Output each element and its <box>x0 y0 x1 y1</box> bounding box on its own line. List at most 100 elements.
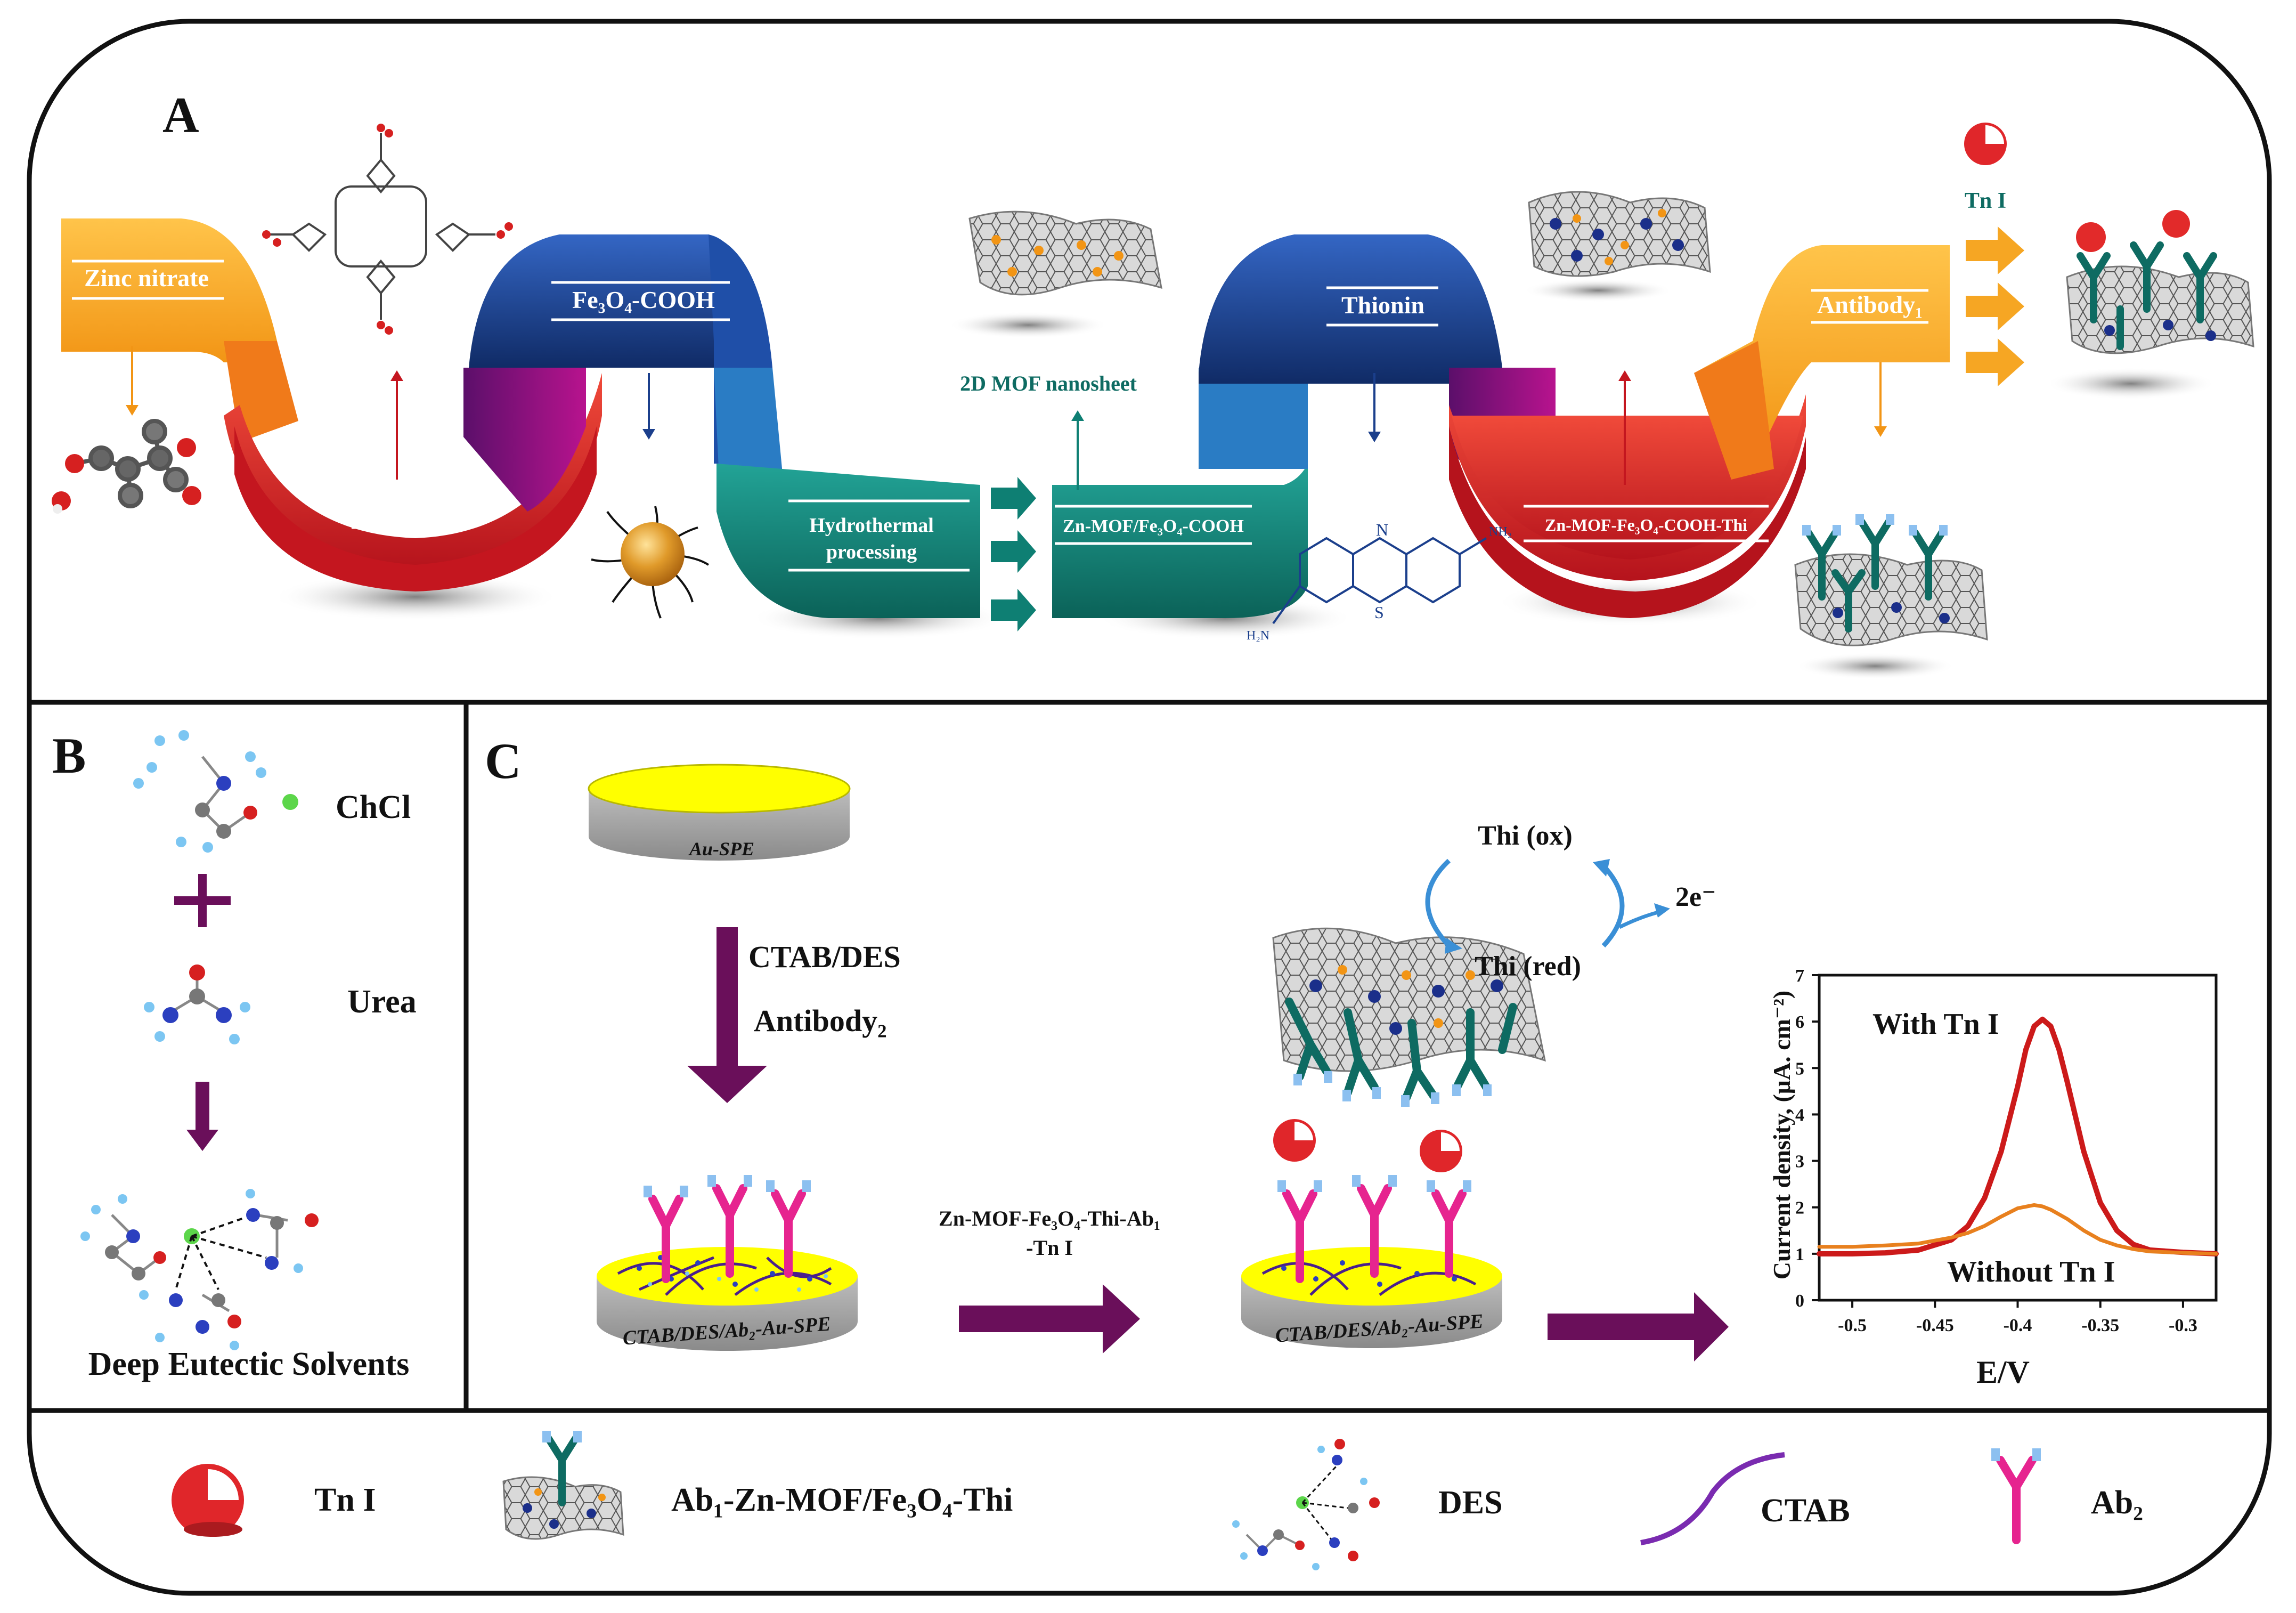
panel-a: Zinc nitrate TCCP Fe₃O₄-COOH Hydrotherma… <box>52 123 2254 679</box>
ab1-tn-i-nanosheet-icon <box>2046 210 2254 400</box>
panel-letter-b: B <box>52 727 86 784</box>
label-tn-i-top: Tn I <box>1965 189 2006 213</box>
label-urea: Urea <box>347 984 417 1020</box>
arrow-right-purple-icon <box>959 1284 1140 1353</box>
label-thionin: Thionin <box>1326 286 1438 327</box>
series-line-without-tn-i <box>1817 1203 2218 1256</box>
legend: Tn I Ab₁-Zn-MOF/Fe₃O₄-Thi DES CTAB Ab₂ <box>172 1431 2143 1570</box>
legend-label-des: DES <box>1438 1485 1503 1521</box>
molecule-thionin-icon: N S NH₂ H₂N <box>1247 520 1512 643</box>
label-2d-mof-nanosheet: 2D MOF nanosheet <box>960 371 1137 395</box>
ribbon-blue-arch-body <box>1199 234 1502 384</box>
label-antibody1: Antibody₁ <box>1811 289 1928 324</box>
svg-text:Thi (red): Thi (red) <box>1475 951 1581 982</box>
label-tccp: TCCP <box>352 491 458 529</box>
svg-text:S: S <box>1374 603 1384 622</box>
chart-annotation-with: With Tn I <box>1872 1008 1999 1041</box>
molecule-chcl-icon <box>133 730 298 853</box>
panel-b: ChCl Urea Deep Eutectic Solve <box>80 730 417 1382</box>
molecule-terephthalic-acid-icon <box>52 419 201 514</box>
label-deep-eutectic-solvents: Deep Eutectic Solvents <box>88 1346 410 1382</box>
label-step-line1: Zn-MOF-Fe₃O₄-Thi-Ab₁ <box>939 1206 1160 1230</box>
svg-text:N: N <box>1376 520 1388 539</box>
svg-text:processing: processing <box>826 541 917 563</box>
legend-ab1-mof-icon <box>502 1431 624 1540</box>
label-zn-mof-fe3o4-cooh: Zn-MOF/Fe₃O₄-COOH <box>1055 505 1252 545</box>
svg-text:Antibody₁: Antibody₁ <box>1817 291 1923 318</box>
ribbon-blue-light-2 <box>1199 368 1308 469</box>
ribbon-fe3o4-cooh <box>469 234 735 368</box>
tn-i-icon <box>1964 123 2007 165</box>
arrow-down-purple-icon <box>687 927 767 1103</box>
x-tick-label: -0.35 <box>2081 1316 2119 1335</box>
series-line-with-tn-i <box>1817 1016 2219 1257</box>
arrow-right-purple-2-icon <box>1548 1292 1729 1361</box>
panel-letter-c: C <box>485 733 522 789</box>
ribbon-blue-light <box>714 368 783 480</box>
ribbon-tccp <box>224 373 602 570</box>
svg-text:NH₂: NH₂ <box>1489 525 1512 539</box>
ribbon-zn-mof <box>1052 464 1308 618</box>
fe3o4-nanoparticle-icon <box>591 506 710 619</box>
svg-text:Au-SPE: Au-SPE <box>688 838 754 860</box>
legend-label-ctab: CTAB <box>1761 1493 1850 1529</box>
shadow <box>272 573 559 621</box>
outer-frame <box>27 19 2272 1596</box>
svg-text:Fe₃O₄-COOH: Fe₃O₄-COOH <box>572 286 715 313</box>
svg-text:Zinc nitrate: Zinc nitrate <box>84 264 209 291</box>
thin-arrows <box>126 346 1887 490</box>
label-chcl: ChCl <box>336 789 411 825</box>
redox-cycle-icon: Thi (ox) Thi (red) 2e⁻ <box>1425 821 1716 982</box>
au-spe-electrode-icon: Au-SPE <box>588 764 851 861</box>
arrow-down-icon <box>186 1082 218 1151</box>
ribbon-zn-mof-thi-body <box>1452 416 1803 560</box>
svg-text:2e⁻: 2e⁻ <box>1675 882 1716 912</box>
label-ctab-des: CTAB/DES <box>748 939 901 974</box>
label-zinc-nitrate: Zinc nitrate <box>72 260 224 300</box>
y-tick-label: 5 <box>1795 1059 1804 1079</box>
legend-des-icon <box>1232 1439 1380 1570</box>
svg-text:Thionin: Thionin <box>1341 291 1424 319</box>
label-antibody2: Antibody₂ <box>754 1003 886 1038</box>
legend-label-ab1-mof: Ab₁-Zn-MOF/Fe₃O₄-Thi <box>671 1482 1013 1518</box>
molecule-urea-icon <box>144 964 250 1044</box>
molecule-des-icon <box>80 1189 319 1350</box>
y-tick-label: 2 <box>1795 1198 1804 1218</box>
x-tick-label: -0.3 <box>2169 1316 2197 1335</box>
svg-text:Zn-MOF/Fe₃O₄-COOH: Zn-MOF/Fe₃O₄-COOH <box>1063 516 1244 536</box>
legend-ab2-icon <box>1991 1448 2041 1544</box>
y-tick-label: 4 <box>1795 1105 1804 1125</box>
y-tick-label: 6 <box>1795 1012 1804 1032</box>
ribbon-tccp-body <box>234 426 597 591</box>
panel-c: Au-SPE CTAB/DES Antibody₂ CTAB/DES/Ab₂-A… <box>588 764 2219 1390</box>
y-tick-label: 1 <box>1795 1245 1804 1265</box>
mof-nanosheet-icon <box>948 210 1162 338</box>
y-tick-label: 3 <box>1795 1152 1804 1172</box>
label-step-line2: -Tn I <box>1026 1236 1073 1260</box>
arrows-orange-right <box>1966 226 2024 386</box>
mof-thi-nanosheet-icon <box>1524 191 1711 302</box>
electrode-assembled-icon: CTAB/DES/Ab₂-Au-SPE <box>1241 927 1546 1348</box>
ribbon-purple-left <box>463 368 586 512</box>
svg-text:Thi (ox): Thi (ox) <box>1478 821 1573 851</box>
molecule-tcpp-icon <box>262 124 513 335</box>
electrode-ab2-icon: CTAB/DES/Ab₂-Au-SPE <box>597 1175 858 1351</box>
chart-xlabel: E/V <box>1976 1355 2030 1390</box>
ribbon-orange-right-under <box>1694 341 1774 480</box>
legend-tn-i-icon <box>172 1464 244 1537</box>
svg-text:Zn-MOF-Fe₃O₄-COOH-Thi: Zn-MOF-Fe₃O₄-COOH-Thi <box>1545 515 1747 534</box>
x-tick-label: -0.45 <box>1916 1316 1954 1335</box>
y-tick-label: 0 <box>1795 1291 1804 1311</box>
legend-label-ab2: Ab₂ <box>2091 1485 2143 1521</box>
label-zn-mof-thi: Zn-MOF-Fe₃O₄-COOH-Thi <box>1524 505 1769 542</box>
svg-text:Hydrothermal: Hydrothermal <box>809 514 934 537</box>
legend-label-tn-i: Tn I <box>314 1482 376 1518</box>
chart-ylabel: Current density, (μA. cm⁻²) <box>1768 991 1795 1279</box>
plus-icon <box>174 874 231 927</box>
y-tick-label: 7 <box>1795 966 1804 986</box>
x-tick-label: -0.5 <box>1838 1316 1867 1335</box>
ribbon-zn-mof-thi <box>1449 426 1806 618</box>
